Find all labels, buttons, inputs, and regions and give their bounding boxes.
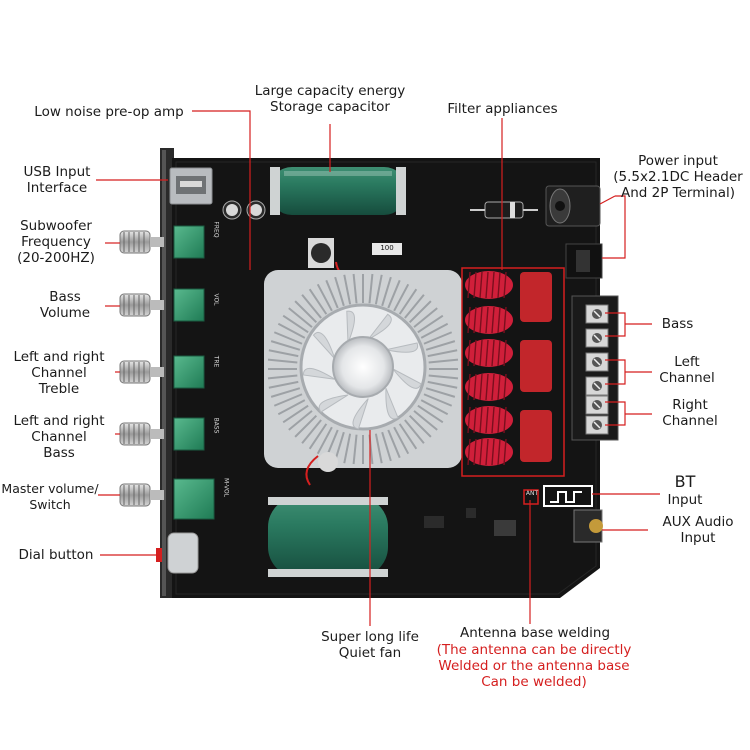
label-master: Master volume/Switch — [1, 481, 99, 512]
energy-capacitor-top — [270, 167, 406, 215]
label-bass-output: Bass — [661, 316, 694, 332]
power-connectors — [545, 185, 603, 279]
small-capacitors — [222, 200, 266, 220]
label-preop: Low noise pre-op amp — [34, 104, 184, 120]
filter-components — [461, 267, 565, 477]
label-antenna: Antenna base welding — [459, 625, 611, 641]
cap-value-label: 100 — [380, 244, 394, 252]
speaker-terminals — [571, 295, 619, 441]
bt-mark: ANT — [525, 490, 539, 497]
pot-label-bass: BASS — [212, 417, 220, 434]
diode — [470, 201, 538, 219]
callout-lines — [96, 110, 660, 626]
pot-label-vol: VOL — [212, 293, 220, 306]
pot-label-freq: FREQ — [212, 221, 220, 238]
control-knobs — [119, 225, 215, 520]
label-filter: Filter appliances — [447, 101, 558, 117]
bt-antenna-pad — [543, 485, 593, 507]
cooling-fan — [299, 303, 427, 486]
pot-label-tre: TRE — [212, 355, 220, 368]
energy-capacitor-bottom — [268, 497, 388, 577]
pot-label-mvol: M-VOL — [222, 477, 230, 498]
label-dial: Dial button — [18, 547, 94, 563]
dial-button-body — [167, 532, 199, 574]
